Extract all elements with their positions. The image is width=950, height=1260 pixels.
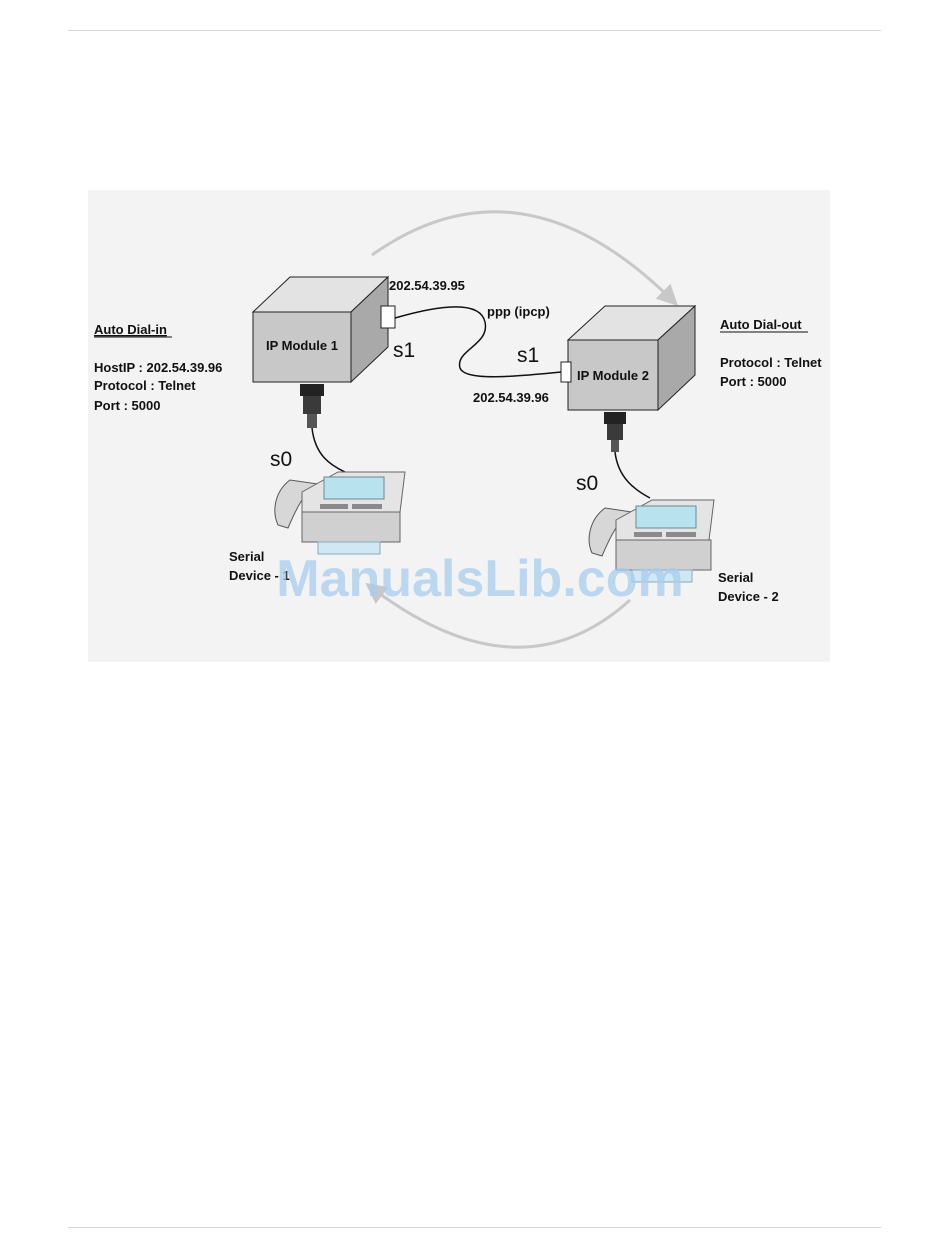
module2-ip-label: 202.54.39.96 [473, 390, 549, 405]
module1-s0-label: s0 [270, 448, 292, 471]
dial-out-protocol: Protocol : Telnet [720, 355, 822, 370]
module2-s0-label: s0 [576, 472, 598, 495]
dial-in-host-ip: HostIP : 202.54.39.96 [94, 360, 222, 375]
device2-label-line1: Serial [718, 570, 753, 585]
module1-label: IP Module 1 [266, 338, 338, 353]
dial-in-protocol: Protocol : Telnet [94, 378, 196, 393]
module1-ip-label: 202.54.39.95 [389, 278, 465, 293]
module1-s1-port [381, 306, 395, 328]
dial-in-port: Port : 5000 [94, 398, 160, 413]
module2-s1-port [561, 362, 571, 382]
device1-label-line1: Serial [229, 549, 264, 564]
device2-label-line2: Device - 2 [718, 589, 779, 604]
module2-s1-label: s1 [517, 344, 539, 367]
watermark: ManualsLib.com [276, 550, 683, 608]
module1-s1-label: s1 [393, 339, 415, 362]
dial-out-port: Port : 5000 [720, 374, 786, 389]
module2-label: IP Module 2 [577, 368, 649, 383]
dial-out-title: Auto Dial-out [720, 317, 802, 332]
link-protocol-label: ppp (ipcp) [487, 304, 550, 319]
dial-in-title: Auto Dial-in [94, 322, 167, 337]
